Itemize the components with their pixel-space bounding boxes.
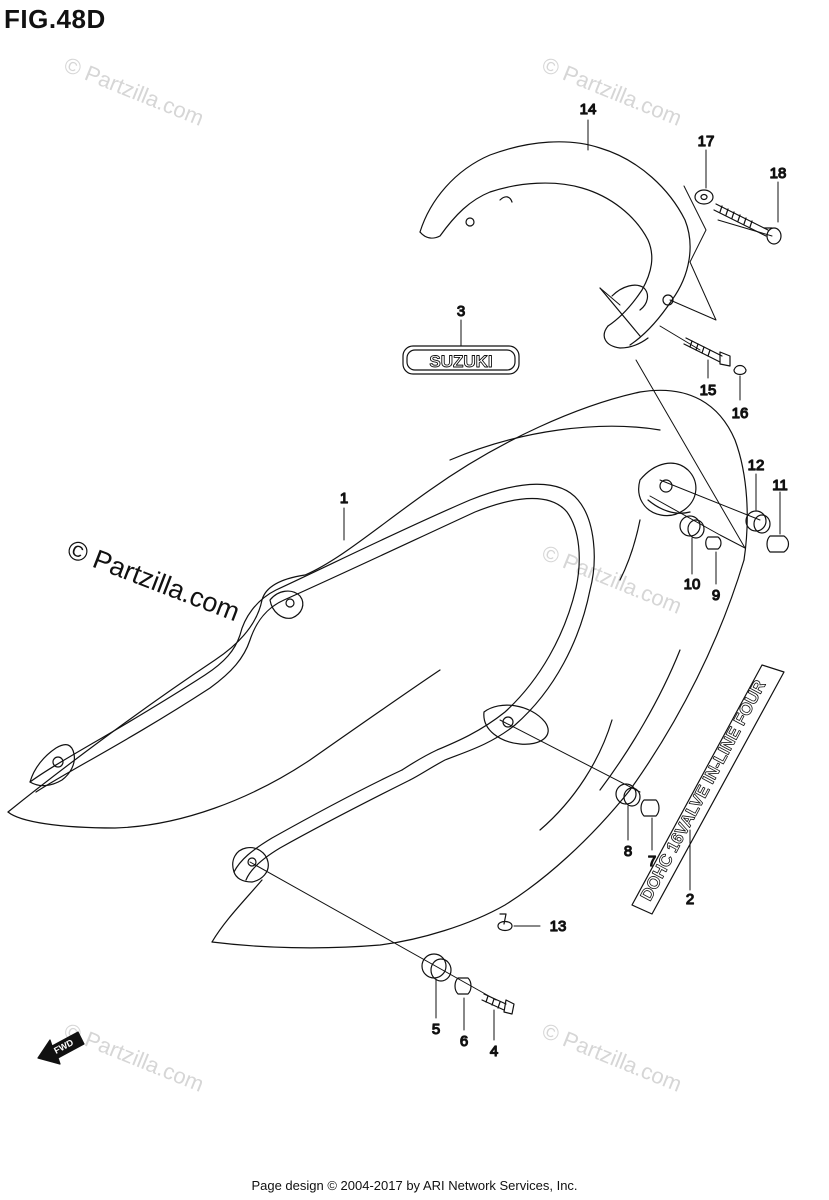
callout-2[interactable]: 2 bbox=[685, 890, 695, 908]
callout-13[interactable]: 13 bbox=[549, 917, 567, 935]
callout-4[interactable]: 4 bbox=[489, 1042, 499, 1060]
seat-tail-cover[interactable] bbox=[7, 389, 748, 949]
figure-title: FIG.48D bbox=[4, 4, 106, 34]
callout-7[interactable]: 7 bbox=[647, 852, 657, 870]
bolt-15[interactable] bbox=[683, 337, 731, 367]
cap-16[interactable] bbox=[733, 364, 747, 376]
suzuki-emblem[interactable]: SUZUKI bbox=[402, 345, 520, 375]
grommet-5[interactable] bbox=[421, 953, 452, 982]
callout-3[interactable]: 3 bbox=[456, 302, 466, 320]
collar-11[interactable] bbox=[766, 535, 790, 553]
grommet-10[interactable] bbox=[679, 515, 705, 539]
page-footer: Page design © 2004-2017 by ARI Network S… bbox=[251, 1178, 578, 1193]
callout-6[interactable]: 6 bbox=[459, 1032, 469, 1050]
callout-11[interactable]: 11 bbox=[772, 476, 789, 494]
callout-16[interactable]: 16 bbox=[731, 404, 749, 422]
callout-9[interactable]: 9 bbox=[711, 586, 721, 604]
grommet-8[interactable] bbox=[615, 783, 641, 807]
callout-leaders bbox=[343, 119, 781, 1041]
side-decal-text: DOHC 16VALVE IN-LINE FOUR bbox=[637, 677, 770, 904]
collar-9[interactable] bbox=[705, 536, 722, 550]
grab-rail[interactable] bbox=[419, 141, 691, 349]
callout-5[interactable]: 5 bbox=[431, 1020, 441, 1038]
forward-arrow-icon: FWD bbox=[37, 1031, 85, 1065]
callout-12[interactable]: 12 bbox=[747, 456, 765, 474]
assembly-guides bbox=[249, 185, 773, 1001]
collar-7[interactable] bbox=[640, 799, 660, 817]
callout-18[interactable]: 18 bbox=[769, 164, 787, 182]
bolt-4[interactable] bbox=[481, 993, 515, 1015]
suzuki-emblem-text: SUZUKI bbox=[429, 352, 492, 371]
callout-15[interactable]: 15 bbox=[699, 381, 717, 399]
collar-6[interactable] bbox=[454, 977, 472, 995]
callout-1[interactable]: 1 bbox=[339, 489, 349, 507]
callout-14[interactable]: 14 bbox=[579, 100, 597, 118]
callout-10[interactable]: 10 bbox=[683, 575, 701, 593]
clip-13[interactable] bbox=[497, 913, 513, 932]
callout-numbers: 14 17 18 3 1 15 16 12 11 10 9 8 7 2 13 5… bbox=[339, 100, 789, 1060]
callout-17[interactable]: 17 bbox=[697, 132, 715, 150]
grommet-12[interactable] bbox=[745, 510, 771, 534]
washer-17[interactable] bbox=[694, 189, 714, 205]
bolt-18[interactable] bbox=[713, 203, 782, 245]
callout-8[interactable]: 8 bbox=[623, 842, 633, 860]
side-decal[interactable]: DOHC 16VALVE IN-LINE FOUR bbox=[631, 664, 785, 915]
